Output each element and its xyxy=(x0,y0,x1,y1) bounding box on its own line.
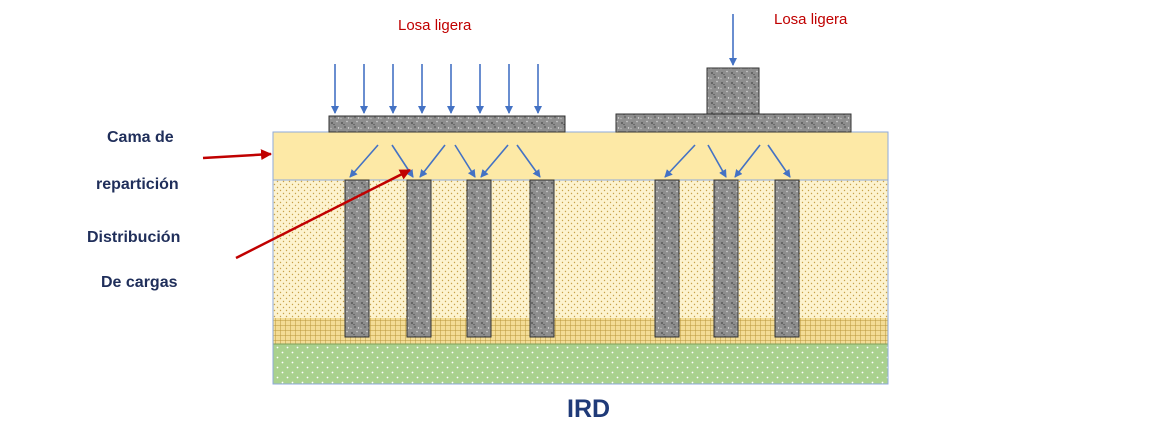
light-slab-right xyxy=(615,113,852,133)
distribution-arrow xyxy=(767,144,791,178)
column xyxy=(654,179,680,338)
soil-outline xyxy=(272,131,889,385)
distributed-load-arrows xyxy=(331,64,542,114)
column xyxy=(466,179,492,338)
load-block xyxy=(706,67,760,115)
distribution-arrow xyxy=(707,144,727,178)
column xyxy=(774,179,800,338)
distribution-arrow xyxy=(734,144,761,178)
column xyxy=(406,179,432,338)
distribution-arrow xyxy=(664,144,696,178)
distribution-pointer-arrow xyxy=(235,168,411,260)
bed-pointer-arrow xyxy=(202,149,272,161)
columns xyxy=(344,179,800,338)
distribution-label-line1: Distribución xyxy=(87,229,181,246)
slab-right-label: Losa ligera xyxy=(774,11,848,28)
column xyxy=(344,179,370,338)
distribution-arrow xyxy=(454,144,476,178)
light-slab-left xyxy=(328,115,566,133)
distribution-arrow xyxy=(419,144,446,178)
distribution-arrow xyxy=(516,144,541,178)
column xyxy=(713,179,739,338)
bed-label-line2: repartición xyxy=(96,176,179,193)
distribution-arrow xyxy=(480,144,509,178)
slab-left-label: Losa ligera xyxy=(398,17,472,34)
diagram-caption: IRD xyxy=(567,395,611,423)
distribution-arrow xyxy=(349,144,379,178)
column xyxy=(529,179,555,338)
load-distribution-arrows xyxy=(349,144,791,178)
base-layer xyxy=(272,343,889,385)
distribution-label-line2: De cargas xyxy=(101,274,178,291)
bed-label-line1: Cama de xyxy=(107,129,174,146)
distribution-bed xyxy=(272,131,889,181)
